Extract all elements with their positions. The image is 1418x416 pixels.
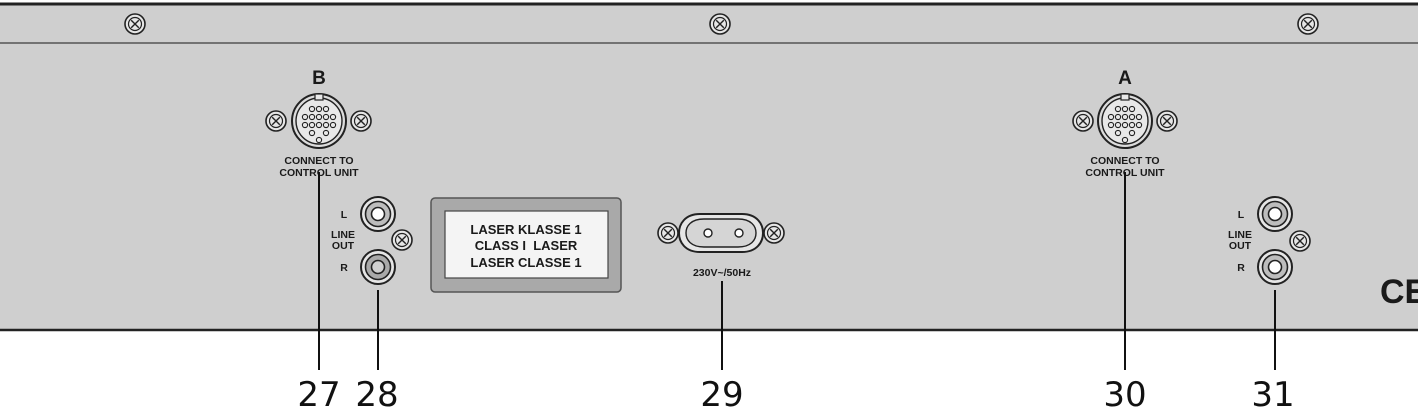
screw-icon xyxy=(1072,110,1094,132)
rca-jack-icon xyxy=(360,249,396,285)
screw-icon xyxy=(1156,110,1178,132)
line-out-right[interactable]: L LINE OUT R xyxy=(1228,196,1311,285)
ce-mark: CE xyxy=(1380,273,1418,311)
callout-28: 28 xyxy=(355,375,398,415)
line-out-right-r: R xyxy=(1237,262,1245,274)
connector-a-label-line1: CONNECT TO xyxy=(1090,155,1159,167)
line-out-right-line: LINE xyxy=(1228,229,1252,241)
line-out-right-out: OUT xyxy=(1229,240,1252,252)
laser-label-line3: LASER CLASSE 1 xyxy=(470,255,581,270)
line-out-left-r: R xyxy=(340,262,348,274)
callout-leader-lines xyxy=(318,172,1276,370)
callout-27: 27 xyxy=(297,375,340,415)
laser-label-line1: LASER KLASSE 1 xyxy=(470,222,581,237)
connector-b-label-line1: CONNECT TO xyxy=(284,155,353,167)
connector-a-letter: A xyxy=(1118,68,1132,89)
screw-icon xyxy=(709,13,731,35)
screw-icon xyxy=(350,110,372,132)
screw-icon xyxy=(124,13,146,35)
line-out-left-line: LINE xyxy=(331,229,355,241)
screw-icon xyxy=(763,222,785,244)
laser-label-line2: CLASS I LASER xyxy=(475,238,578,253)
connector-b-letter: B xyxy=(312,68,326,89)
line-out-left[interactable]: L LINE OUT R xyxy=(331,196,413,285)
line-out-left-out: OUT xyxy=(332,240,355,252)
din-socket-icon xyxy=(291,93,347,149)
screw-icon xyxy=(265,110,287,132)
screw-icon xyxy=(391,229,413,251)
din-socket-icon xyxy=(1097,93,1153,149)
laser-warning-label: LASER KLASSE 1 CLASS I LASER LASER CLASS… xyxy=(430,197,622,293)
line-out-right-l: L xyxy=(1238,209,1245,221)
power-rating: 230V~/50Hz xyxy=(693,267,751,279)
callout-30: 30 xyxy=(1103,375,1146,415)
rca-jack-icon xyxy=(360,196,396,232)
screw-icon xyxy=(1289,230,1311,252)
rca-jack-icon xyxy=(1257,196,1293,232)
screw-icon xyxy=(1297,13,1319,35)
rca-jack-icon xyxy=(1257,249,1293,285)
connector-a[interactable]: A CONNECT TO CONTROL UNIT xyxy=(1072,68,1178,179)
power-inlet[interactable]: 230V~/50Hz xyxy=(657,213,785,279)
screw-icon xyxy=(657,222,679,244)
callout-29: 29 xyxy=(700,375,743,415)
line-out-left-l: L xyxy=(341,209,348,221)
chassis-panel xyxy=(0,3,1418,330)
callout-31: 31 xyxy=(1251,375,1294,415)
